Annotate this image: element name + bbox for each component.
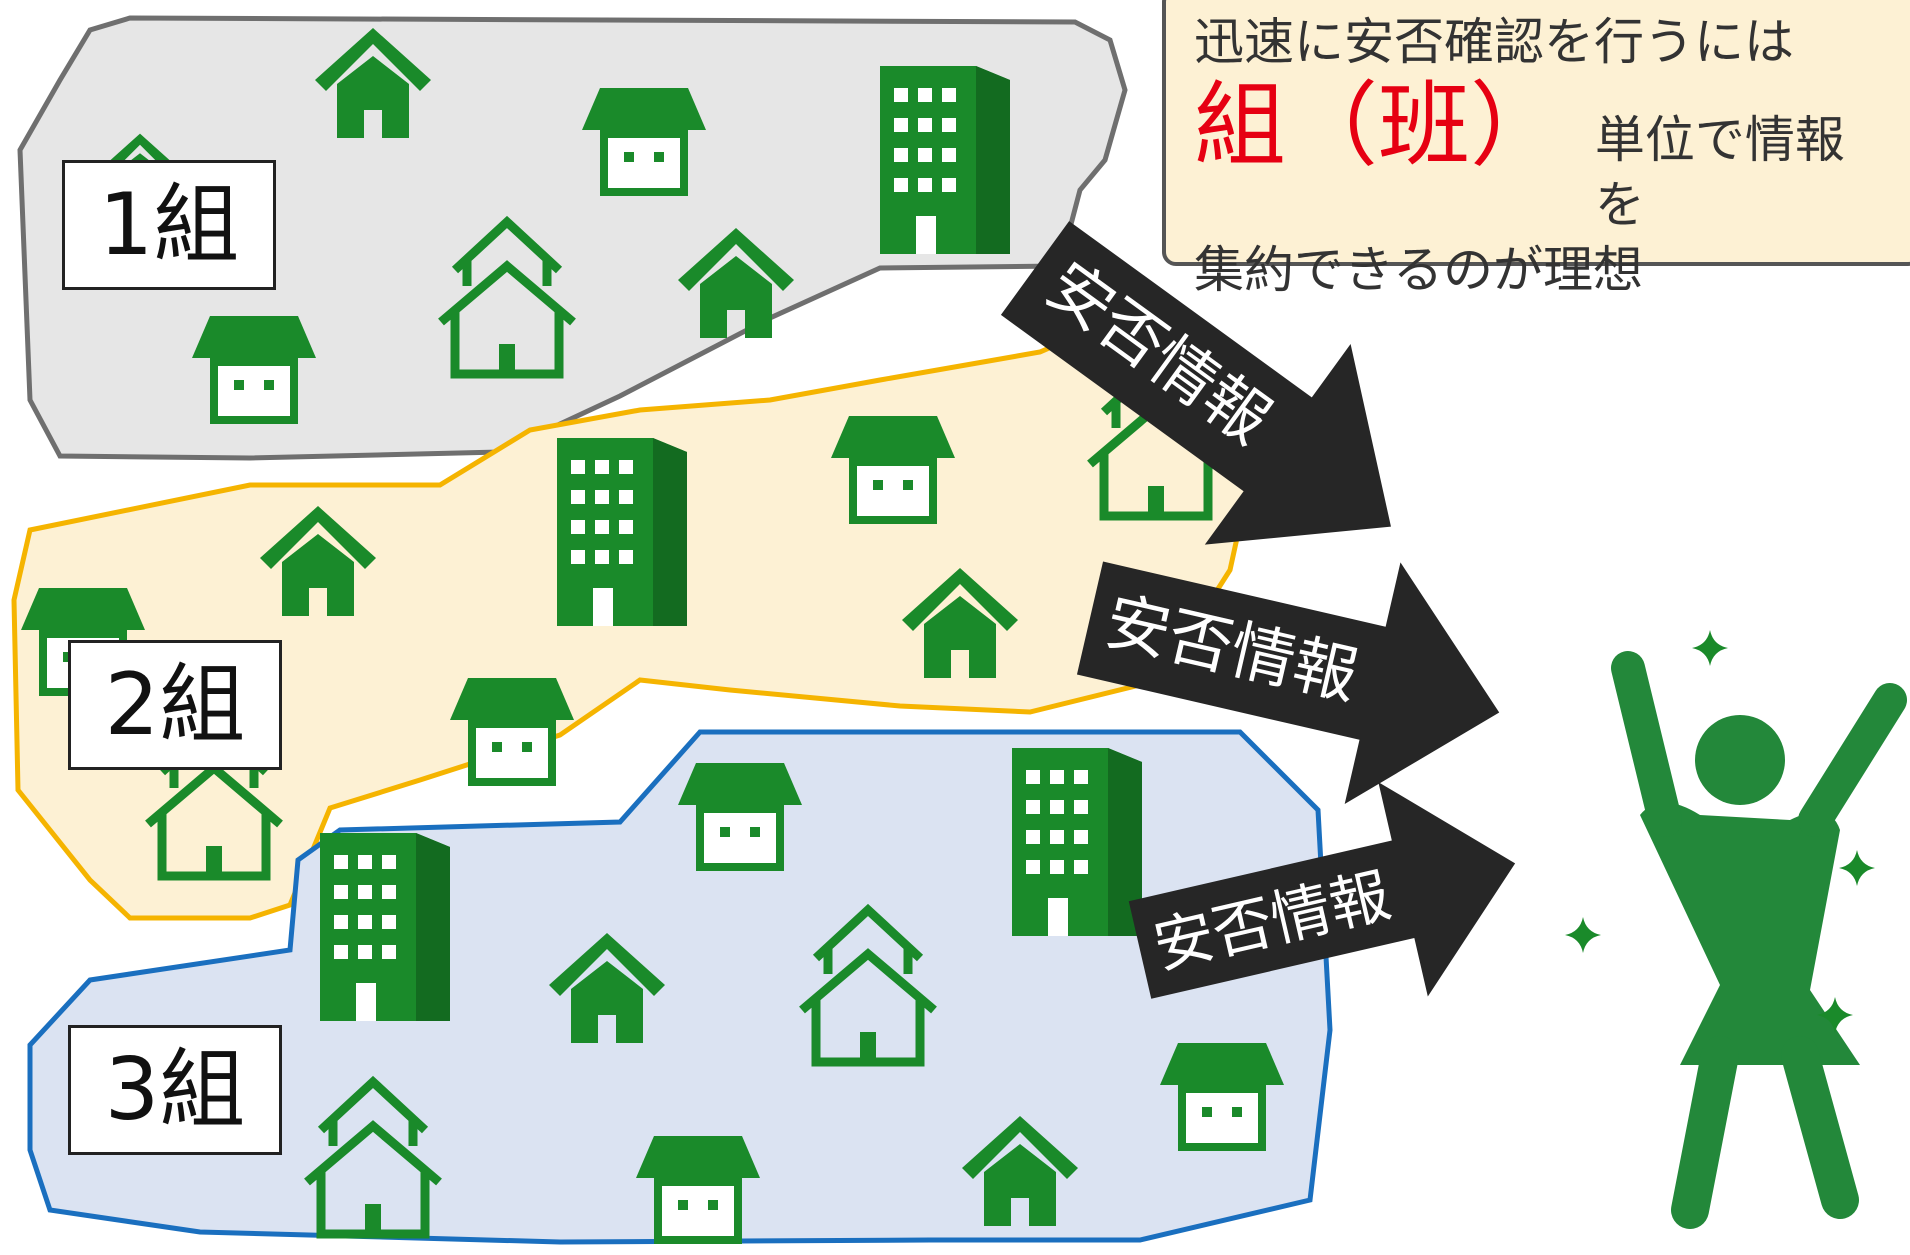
- sparkle-icon: [1839, 850, 1875, 886]
- callout-line1: 迅速に安否確認を行うには: [1194, 13, 1794, 71]
- sparkle-icon: [1565, 917, 1601, 953]
- building-icon: [880, 66, 1010, 254]
- callout-line2: 単位で情報を: [1594, 111, 1845, 234]
- house-window-icon: [192, 316, 316, 424]
- sparkle-icon: [1692, 630, 1728, 666]
- house-window-icon: [831, 416, 955, 524]
- callout-emphasis: 組（班）: [1194, 72, 1563, 179]
- house-window-icon: [636, 1136, 760, 1244]
- building-icon: [1012, 748, 1142, 936]
- house-window-icon: [678, 763, 802, 871]
- callout-box: 迅速に安否確認を行うには 組（班） 単位で情報を 集約できるのが理想: [1162, 0, 1910, 299]
- building-icon: [320, 833, 450, 1021]
- house-window-icon: [582, 88, 706, 196]
- group-1-label: 1組: [62, 160, 276, 290]
- callout-line3: 集約できるのが理想: [1194, 241, 1643, 299]
- building-icon: [557, 438, 687, 626]
- group-2-label: 2組: [68, 640, 282, 770]
- person-cheering-icon: [1611, 651, 1907, 1229]
- house-window-icon: [450, 678, 574, 786]
- house-window-icon: [1160, 1043, 1284, 1151]
- group-3-label: 3組: [68, 1025, 282, 1155]
